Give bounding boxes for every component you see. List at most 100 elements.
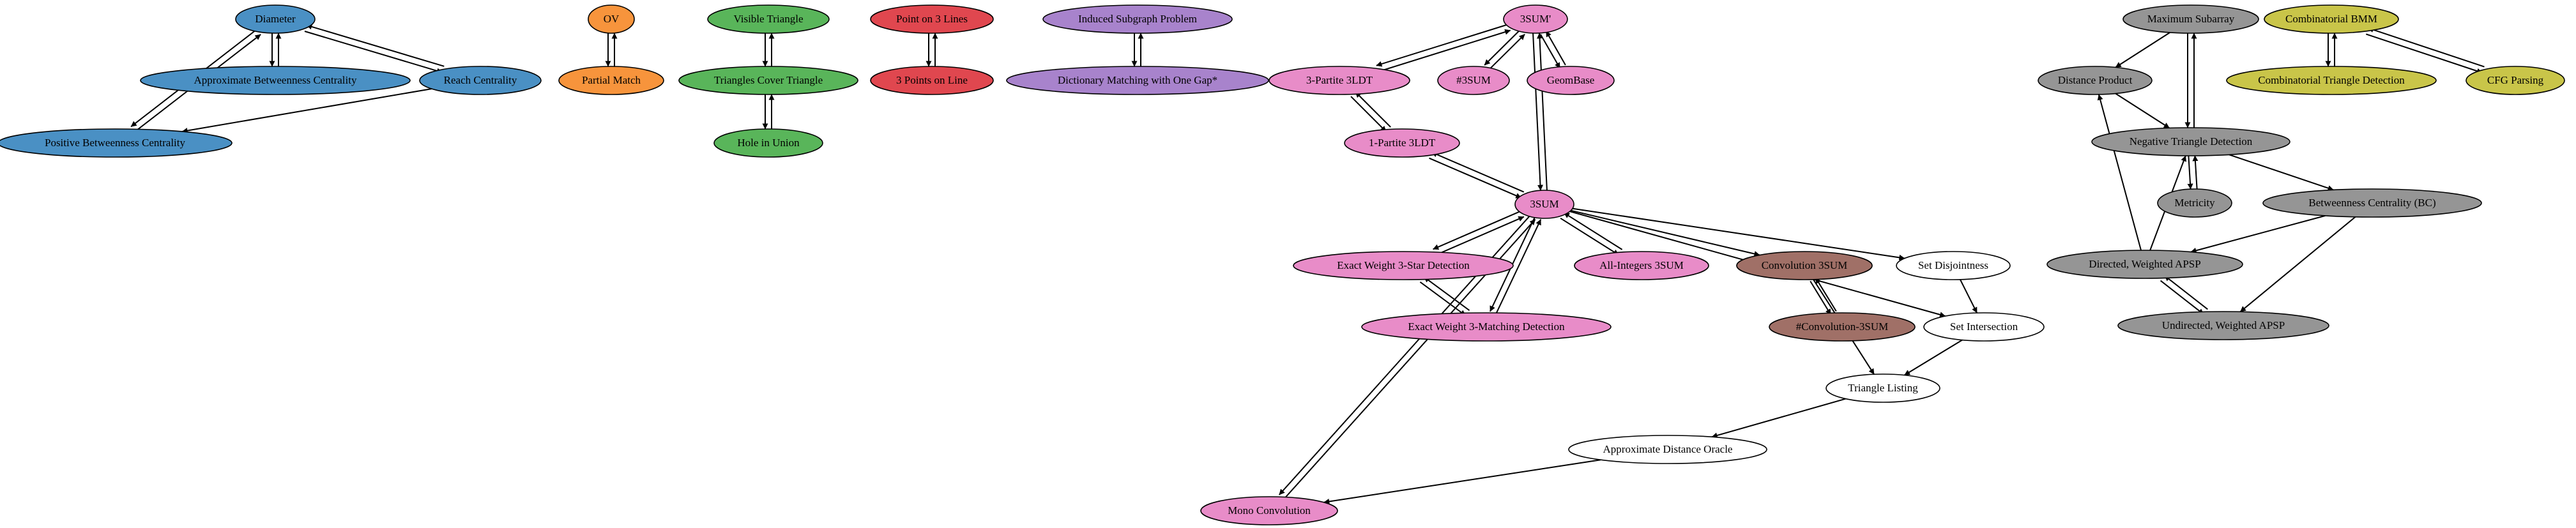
node-setinter: Set Intersection	[1923, 312, 2045, 342]
edge-trilist-to-ado	[1711, 398, 1846, 439]
edge-sum3-to-onepartite	[1431, 151, 1525, 193]
node-shape-dict_match	[1006, 66, 1269, 95]
node-label-diameter: Diameter	[255, 13, 296, 25]
edges-layer	[130, 24, 2485, 504]
node-induced_sub: Induced Subgraph Problem	[1042, 4, 1233, 34]
node-shape-induced_sub	[1042, 4, 1233, 34]
node-shape-ew3match	[1361, 312, 1612, 342]
node-shape-ctd	[2226, 66, 2437, 95]
node-label-partial_match: Partial Match	[582, 74, 641, 86]
node-label-trilist: Triangle Listing	[1848, 382, 1918, 394]
node-shape-diameter	[235, 4, 316, 34]
node-hole_union: Hole in Union	[713, 128, 823, 158]
node-approx_bc: Approximate Betweenness Centrality	[140, 66, 411, 95]
node-sum3: 3SUM	[1514, 190, 1574, 219]
node-label-negtri: Negative Triangle Detection	[2130, 135, 2253, 147]
node-shape-trilist	[1825, 373, 1940, 403]
edge-sum3-to-conv3sum	[1571, 209, 1760, 257]
edge-bc-to-dapsp	[2190, 215, 2326, 253]
edge-ew3star-to-sum3	[1435, 216, 1525, 256]
node-conv3sum: Convolution 3SUM	[1736, 251, 1873, 280]
node-label-ado: Approximate Distance Oracle	[1603, 443, 1733, 455]
node-shape-geombase	[1527, 66, 1615, 95]
node-shape-onepartite	[1344, 128, 1460, 158]
edge-ew3match-to-sum3	[1495, 219, 1542, 315]
node-shape-ew3star	[1293, 251, 1514, 280]
node-shape-setdisj	[1896, 251, 2011, 280]
edge-negtri-to-metricity	[2187, 156, 2193, 190]
node-label-sum3: 3SUM	[1530, 198, 1559, 210]
node-sum3prime: 3SUM'	[1503, 4, 1568, 34]
node-negtri: Negative Triangle Detection	[2091, 127, 2290, 156]
node-shape-numconv	[1769, 312, 1916, 342]
node-label-ctd: Combinatorial Triangle Detection	[2258, 74, 2405, 86]
edge-conv3sum-to-numconv	[1810, 280, 1832, 315]
node-label-tri_cover: Triangles Cover Triangle	[714, 74, 823, 86]
node-shape-hole_union	[713, 128, 823, 158]
node-shape-setinter	[1923, 312, 2045, 342]
node-bc: Betweenness Centrality (BC)	[2262, 188, 2482, 218]
edge-ew3star-to-ew3match	[1419, 281, 1467, 317]
node-label-cfg: CFG Parsing	[2487, 74, 2544, 86]
edge-onepartite-to-tripartite	[1355, 91, 1391, 128]
node-label-maxsub: Maximum Subarray	[2147, 13, 2235, 25]
node-label-ew3star: Exact Weight 3-Star Detection	[1337, 259, 1470, 271]
node-shape-uapsp	[2117, 311, 2329, 340]
node-shape-bc	[2262, 188, 2482, 218]
node-label-approx_bc: Approximate Betweenness Centrality	[194, 74, 357, 86]
node-point3lines: Point on 3 Lines	[870, 4, 994, 34]
node-ew3star: Exact Weight 3-Star Detection	[1293, 251, 1514, 280]
edge-uapsp-to-dapsp	[2164, 275, 2208, 310]
edge-sum3-to-setdisj	[1572, 207, 1905, 260]
edge-ew3match-to-ew3star	[1423, 276, 1470, 312]
node-dict_match: Dictionary Matching with One Gap*	[1006, 66, 1269, 95]
node-shape-reach	[419, 66, 542, 95]
node-shape-point3lines	[870, 4, 994, 34]
edge-negtri-to-bc	[2229, 154, 2334, 191]
node-partial_match: Partial Match	[558, 66, 664, 95]
node-ado: Approximate Distance Oracle	[1568, 435, 1767, 464]
node-shape-cbmm	[2264, 4, 2399, 34]
edge-diameter-to-reach	[304, 31, 443, 74]
edge-dapsp-to-distprod	[2097, 94, 2142, 251]
edge-dapsp-to-uapsp	[2160, 280, 2204, 315]
node-points3line: 3 Points on Line	[870, 66, 994, 95]
node-allint: All-Integers 3SUM	[1574, 251, 1709, 280]
node-shape-metricity	[2157, 188, 2232, 218]
node-pos_bc: Positive Betweenness Centrality	[0, 128, 232, 158]
edge-allint-to-sum3	[1563, 212, 1623, 250]
node-distprod: Distance Product	[2038, 66, 2153, 95]
edge-sum3-to-ew3star	[1433, 210, 1522, 250]
node-label-tripartite: 3-Partite 3LDT	[1306, 74, 1373, 86]
node-shape-allint	[1574, 251, 1709, 280]
node-shape-partial_match	[558, 66, 664, 95]
edge-onepartite-to-sum3	[1429, 157, 1522, 199]
node-shape-ado	[1568, 435, 1767, 464]
edge-ado-to-monoconv	[1323, 459, 1601, 504]
edge-num3sum-to-sum3prime	[1488, 33, 1525, 70]
edge-cbmm-to-cfg	[2365, 33, 2483, 74]
edge-sum3prime-to-geombase	[1540, 34, 1561, 69]
node-shape-dapsp	[2046, 250, 2243, 279]
edge-reach-to-pos_bc	[181, 88, 432, 133]
edge-bc-to-uapsp	[2239, 216, 2356, 313]
node-shape-cfg	[2465, 66, 2565, 95]
node-trilist: Triangle Listing	[1825, 373, 1940, 403]
node-dapsp: Directed, Weighted APSP	[2046, 250, 2243, 279]
node-label-dapsp: Directed, Weighted APSP	[2089, 258, 2200, 270]
node-tripartite: 3-Partite 3LDT	[1269, 66, 1410, 95]
node-shape-approx_bc	[140, 66, 411, 95]
node-numconv: #Convolution-3SUM	[1769, 312, 1916, 342]
node-label-numconv: #Convolution-3SUM	[1796, 321, 1889, 333]
node-label-points3line: 3 Points on Line	[896, 74, 968, 86]
node-label-distprod: Distance Product	[2058, 74, 2133, 86]
node-cfg: CFG Parsing	[2465, 66, 2565, 95]
node-label-bc: Betweenness Centrality (BC)	[2308, 197, 2435, 209]
node-label-dict_match: Dictionary Matching with One Gap*	[1058, 74, 1217, 86]
node-label-pos_bc: Positive Betweenness Centrality	[45, 137, 186, 149]
node-shape-sum3prime	[1503, 4, 1568, 34]
node-cbmm: Combinatorial BMM	[2264, 4, 2399, 34]
edge-numconv-to-conv3sum	[1815, 277, 1837, 312]
